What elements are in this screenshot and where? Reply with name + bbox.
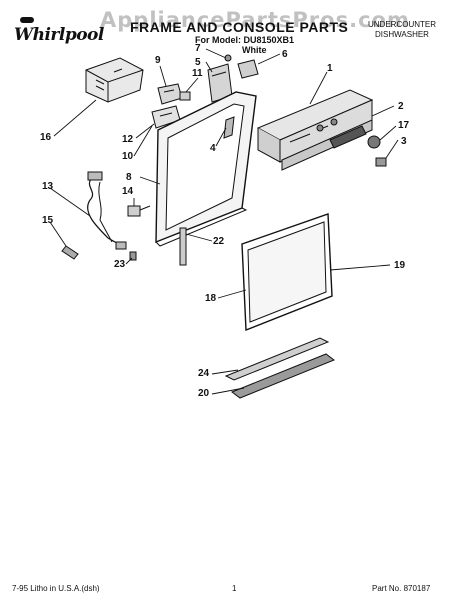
part-14-door-switch: [127, 205, 151, 217]
callout-23: 23: [114, 259, 126, 270]
leader-5: [205, 61, 213, 73]
callout-17: 17: [398, 120, 410, 131]
part-16-bracket: [85, 57, 144, 103]
product-type-line2: DISHWASHER: [375, 30, 429, 39]
callout-11: 11: [192, 68, 203, 79]
leader-8: [139, 176, 161, 185]
leader-lines: [49, 48, 399, 395]
part-13-wire-harness: [87, 171, 127, 250]
leader-15: [49, 221, 67, 247]
callout-24: 24: [198, 368, 210, 379]
callout-4: 4: [210, 143, 216, 154]
leader-17: [379, 125, 397, 141]
leader-11: [185, 77, 199, 93]
leader-12: [135, 123, 155, 139]
brand-logo: Whirlpool: [14, 25, 104, 45]
leader-24: [211, 369, 239, 375]
callout-5: 5: [195, 57, 201, 68]
part-17-knob: [367, 135, 381, 149]
part-22-gasket: [179, 227, 187, 266]
part-20-trim: [230, 353, 336, 399]
callout-10: 10: [122, 151, 134, 162]
product-type: UNDERCOUNTER DISHWASHER: [368, 20, 436, 40]
callout-19: 19: [394, 260, 406, 271]
callout-2: 2: [398, 101, 404, 112]
leader-16: [53, 99, 97, 137]
leader-1: [309, 71, 328, 105]
leader-2: [371, 105, 395, 117]
footer-part-number: Part No. 870187: [372, 584, 431, 593]
model-line: For Model: DU8150XB1: [195, 35, 295, 45]
part-8-door-frame: [155, 91, 257, 247]
footer-print-info: 7-95 Litho in U.S.A.(dsh): [12, 584, 100, 593]
part-15-connector: [61, 245, 79, 260]
callout-14: 14: [122, 186, 134, 197]
callout-20: 20: [198, 388, 210, 399]
part-6-switch: [237, 59, 259, 79]
color-line: White: [242, 45, 267, 55]
footer-page-number: 1: [232, 584, 237, 593]
callout-7: 7: [195, 43, 201, 54]
part-19-door-panel: [241, 213, 333, 332]
brand-logo-mark: [20, 17, 34, 23]
callout-1: 1: [327, 63, 333, 74]
leader-6: [257, 53, 281, 65]
leader-18: [217, 289, 247, 299]
product-type-line1: UNDERCOUNTER: [368, 20, 436, 29]
callout-8: 8: [126, 172, 132, 183]
callout-6: 6: [282, 49, 288, 60]
callout-15: 15: [42, 215, 54, 226]
callout-3: 3: [401, 136, 407, 147]
leader-22: [185, 233, 213, 242]
leader-3: [385, 139, 399, 159]
leader-7: [205, 48, 227, 59]
page-title: FRAME AND CONSOLE PARTS: [130, 19, 349, 35]
callout-18: 18: [205, 293, 217, 304]
leader-9: [159, 65, 167, 87]
watermark: AppliancePartsPros.com: [100, 8, 410, 32]
callout-12: 12: [122, 134, 134, 145]
callout-13: 13: [42, 181, 54, 192]
part-9-latch: [157, 83, 183, 105]
callout-22: 22: [213, 236, 225, 247]
leader-4: [215, 127, 227, 147]
part-3-button: [375, 157, 387, 167]
leader-10: [133, 125, 153, 157]
part-24-trim: [224, 337, 330, 381]
part-11-switch: [179, 91, 191, 101]
callout-9: 9: [155, 55, 161, 66]
part-1-console: [256, 89, 374, 163]
part-2-control-panel: [281, 119, 373, 171]
leader-20: [211, 387, 245, 395]
leader-19: [329, 264, 391, 271]
callout-16: 16: [40, 132, 52, 143]
leader-23: [125, 257, 133, 265]
part-23-clip: [129, 251, 137, 261]
leader-13: [49, 187, 91, 217]
